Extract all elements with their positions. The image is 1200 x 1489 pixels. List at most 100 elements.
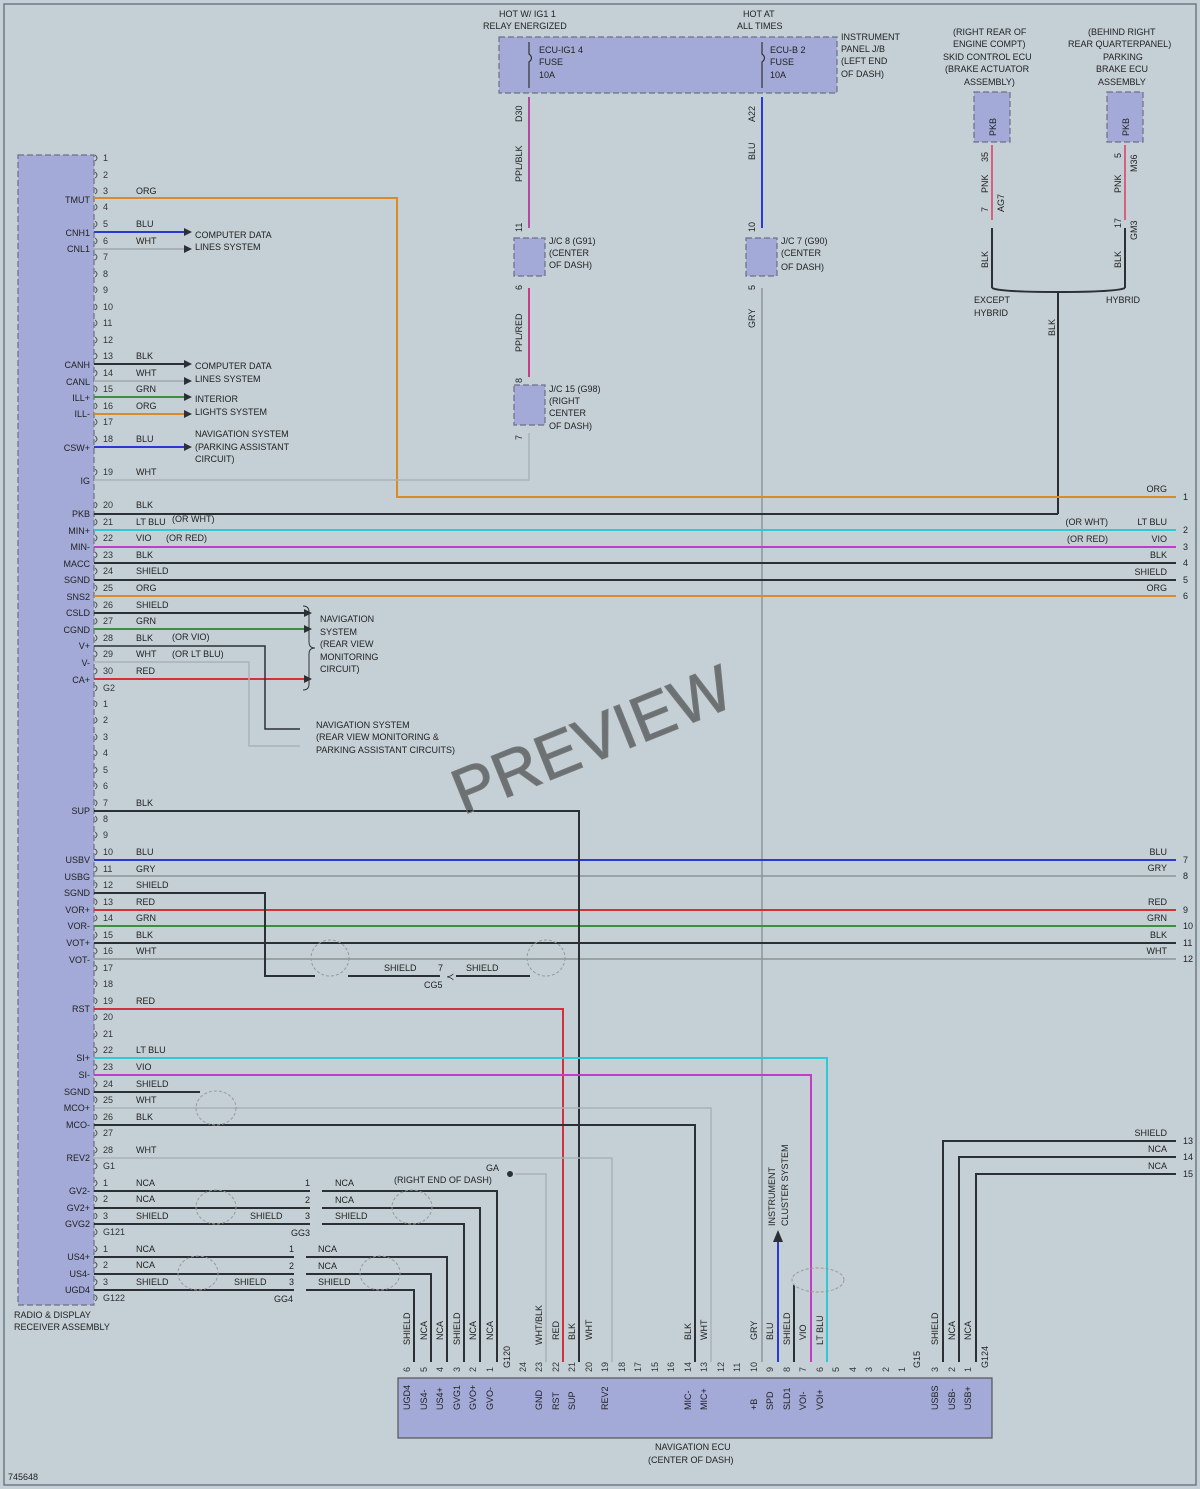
radio-pin-40: 10 — [103, 847, 113, 857]
radio-pin-0: 1 — [103, 153, 108, 163]
ga-name: GA — [486, 1163, 499, 1173]
gg4-connector: 1 2 3 NCA NCA SHIELD SHIELD GG4 — [234, 1244, 351, 1304]
pin-marker-28 — [94, 650, 98, 658]
gg4-conn: GG4 — [274, 1294, 293, 1304]
right-wire-label-1: ORG — [1146, 484, 1167, 494]
nav-pin-num-31: 2 — [947, 1367, 957, 1372]
radio-pin-25: 26 — [103, 600, 113, 610]
pin-6: 6 — [514, 285, 524, 290]
nav-pin-wire-16: BLK — [683, 1323, 693, 1340]
wire-ppl-red: PPL/RED — [514, 313, 524, 352]
dest-cluster-2: CLUSTER SYSTEM — [780, 1144, 790, 1226]
nav-pin-sig-16: MIC- — [683, 1391, 693, 1411]
right-alt-3: (OR RED) — [1067, 534, 1108, 544]
radio-pin-6: 7 — [103, 252, 108, 262]
radio-signal-vot: VOT- — [69, 955, 90, 965]
radio-pin-41: 11 — [103, 864, 112, 874]
radio-pin-50: 20 — [103, 1012, 113, 1022]
pin-marker-32 — [94, 716, 98, 724]
nav-pin-num-25: 5 — [831, 1367, 841, 1372]
park-label-4: BRAKE ECU — [1096, 64, 1148, 74]
jb-label-2: PANEL J/B — [841, 44, 885, 54]
right-pin-9: 9 — [1183, 905, 1188, 915]
pin-marker-16 — [94, 418, 98, 426]
skid-pkb-box — [973, 91, 1011, 143]
radio-pin-13: 14 — [103, 368, 113, 378]
wire-color-label-35: NCA — [136, 1178, 155, 1188]
radio-signal-si: SI- — [78, 1070, 90, 1080]
pin-marker-48 — [94, 980, 98, 988]
pin-marker-8 — [94, 286, 98, 294]
wire-blu-label: BLU — [747, 142, 757, 160]
radio-signal-labels: TMUTCNH1CNL1CANHCANLILL+ILL-CSW+IGPKBMIN… — [64, 195, 91, 1295]
pin-marker-18 — [94, 468, 98, 476]
right-pin-11: 11 — [1183, 938, 1192, 948]
nav-title-2: (CENTER OF DASH) — [648, 1455, 734, 1465]
nav-pin-wire-4: NCA — [468, 1321, 478, 1340]
radio-pin-36: 6 — [103, 781, 108, 791]
radio-pin-19: 20 — [103, 500, 113, 510]
alt-29: (OR LT BLU) — [172, 649, 224, 659]
radio-pin-15: 16 — [103, 401, 113, 411]
radio-signal-cgnd: CGND — [64, 625, 91, 635]
arrow-icon-1 — [184, 228, 192, 236]
pin-marker-46 — [94, 947, 98, 955]
gg4-label-1: NCA — [318, 1244, 337, 1254]
pin-marker-10 — [94, 319, 98, 327]
nav-pin-sig-17: MIC+ — [699, 1388, 709, 1410]
radio-pin-39: 9 — [103, 830, 108, 840]
dest-navrear-3: (REAR VIEW — [320, 639, 374, 649]
pin-marker-20 — [94, 518, 98, 526]
wire-color-label-18: WHT — [136, 649, 157, 659]
arrow-icon-6 — [184, 410, 192, 418]
radio-pin-33: 3 — [103, 732, 108, 742]
radio-pin-63: G121 — [103, 1227, 125, 1237]
nav-pin-wire-9: BLK — [567, 1323, 577, 1340]
jc15-label-1: J/C 15 (G98) — [549, 384, 601, 394]
skid-wire-blk: BLK — [980, 251, 990, 268]
nav-pin-sig-4: GVO+ — [468, 1385, 478, 1410]
radio-pin-67: G122 — [103, 1293, 125, 1303]
radio-signal-min: MIN- — [71, 542, 91, 552]
right-wire-label-7: BLU — [1149, 847, 1167, 857]
radio-signal-usbg: USBG — [64, 872, 90, 882]
pin-marker-12 — [94, 352, 98, 360]
nav-pin-num-8: 22 — [551, 1362, 561, 1372]
radio-signal-us4: US4+ — [67, 1252, 90, 1262]
pin-marker-38 — [94, 815, 98, 823]
nav-pin-sig-7: GND — [534, 1390, 544, 1411]
nav-ecu-pins: 6UGD4SHIELD5US4-NCA4US4+NCA3GVG1SHIELD2G… — [402, 1305, 973, 1410]
radio-signal-cnh1: CNH1 — [65, 228, 90, 238]
right-alt-2: (OR WHT) — [1066, 517, 1109, 527]
skid-pin-7: 7 — [980, 207, 990, 212]
dest-navrear-4: MONITORING — [320, 652, 378, 662]
nav-pin-num-15: 16 — [666, 1362, 676, 1372]
except-hybrid-2: HYBRID — [974, 308, 1009, 318]
pin-marker-4 — [94, 220, 98, 228]
radio-signal-ca: CA+ — [72, 675, 90, 685]
radio-pin-4: 5 — [103, 219, 108, 229]
radio-signal-pkb: PKB — [72, 509, 90, 519]
radio-pin-51: 21 — [103, 1029, 113, 1039]
wire-color-label-29: LT BLU — [136, 1045, 166, 1055]
radio-pin-1: 2 — [103, 170, 108, 180]
shield-markers — [177, 939, 845, 1293]
pin-marker-5 — [94, 237, 98, 245]
arrow-icon-15 — [304, 609, 312, 617]
ga-desc: (RIGHT END OF DASH) — [394, 1175, 492, 1185]
right-wire-label-8: GRY — [1148, 863, 1167, 873]
pin-marker-36 — [94, 782, 98, 790]
radio-pin-2: 3 — [103, 186, 108, 196]
jc15-label-3: CENTER — [549, 408, 587, 418]
fuse1-rating: 10A — [539, 70, 555, 80]
radio-signal-cnl1: CNL1 — [67, 244, 90, 254]
except-hybrid-1: EXCEPT — [974, 295, 1011, 305]
radio-pin-26: 27 — [103, 616, 113, 626]
dest-computer1-1: COMPUTER DATA — [195, 230, 272, 240]
wire-color-label-19: RED — [136, 666, 156, 676]
radio-pin-52: 22 — [103, 1045, 113, 1055]
nav-pin-wire-17: WHT — [699, 1319, 709, 1340]
radio-display-receiver: RADIO & DISPLAY RECEIVER ASSEMBLY — [14, 154, 110, 1332]
nav-pin-num-22: 8 — [782, 1367, 792, 1372]
